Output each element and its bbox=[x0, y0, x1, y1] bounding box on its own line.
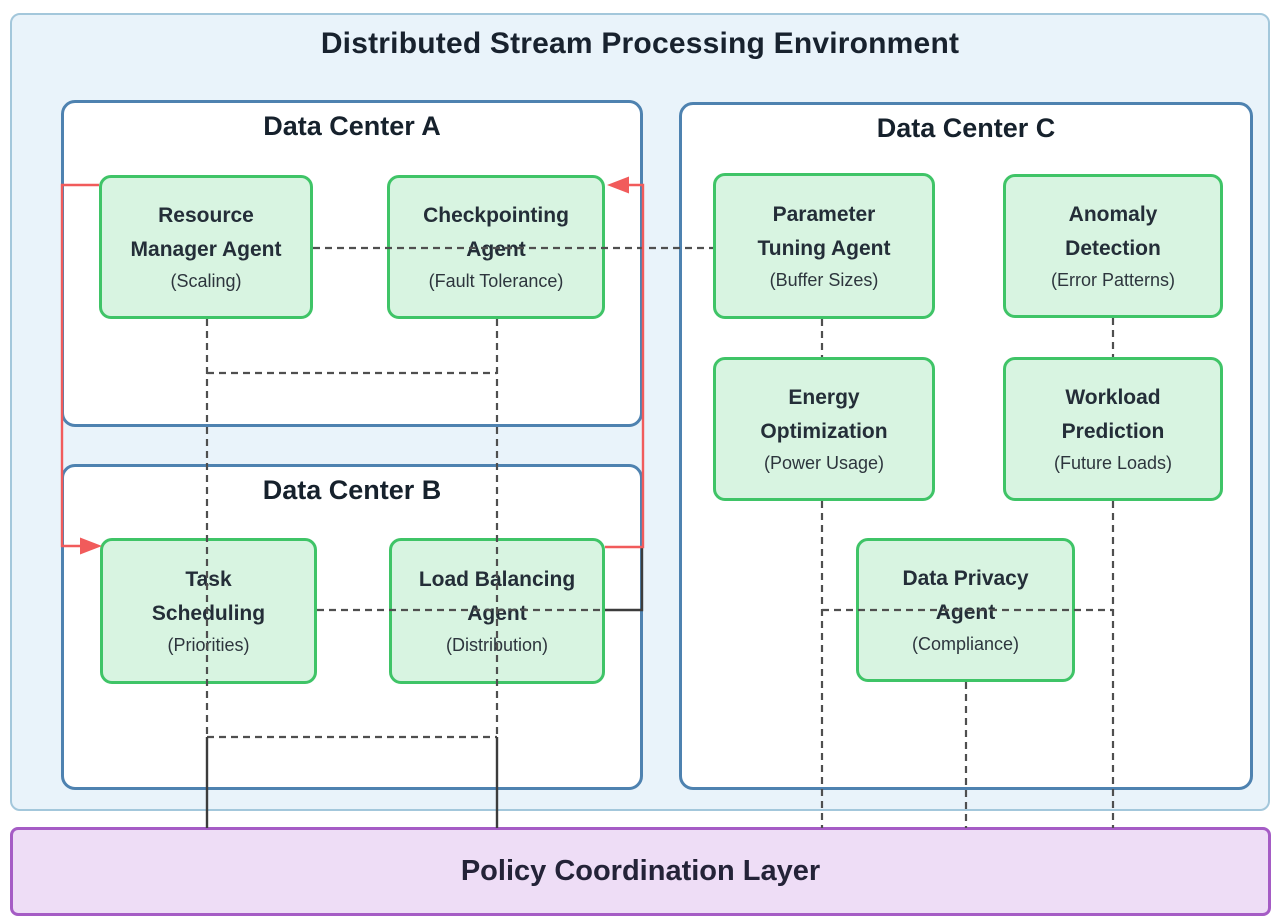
agent-box-parameter-tuning: Parameter Tuning Agent (Buffer Sizes) bbox=[713, 173, 935, 319]
agent-subtitle: (Error Patterns) bbox=[1050, 269, 1176, 290]
agent-name-line2: Tuning Agent bbox=[757, 236, 891, 260]
agent-name-line2: Detection bbox=[1065, 236, 1161, 260]
agent-subtitle: (Buffer Sizes) bbox=[769, 269, 879, 290]
agent-subtitle: (Distribution) bbox=[445, 634, 549, 655]
agent-name-line2: Agent bbox=[466, 237, 526, 261]
agent-box-load-balancing: Load Balancing Agent (Distribution) bbox=[389, 538, 605, 684]
environment-title: Distributed Stream Processing Environmen… bbox=[320, 27, 960, 60]
data-center-a-title: Data Center A bbox=[263, 111, 441, 141]
agent-name-line1: Load Balancing bbox=[418, 567, 576, 591]
agent-name-line1: Anomaly bbox=[1068, 202, 1158, 226]
agent-subtitle: (Power Usage) bbox=[763, 452, 885, 473]
agent-name-line1: Workload bbox=[1065, 385, 1161, 409]
agent-box-checkpointing: Checkpointing Agent (Fault Tolerance) bbox=[387, 175, 605, 319]
policy-layer-title: Policy Coordination Layer bbox=[460, 855, 821, 887]
data-center-c-title: Data Center C bbox=[876, 113, 1056, 143]
agent-name-line2: Agent bbox=[935, 600, 996, 624]
agent-name-line2: Manager Agent bbox=[130, 237, 282, 261]
agent-name-line1: Resource bbox=[158, 203, 254, 227]
agent-name-line2: Optimization bbox=[760, 419, 888, 443]
data-center-b-title: Data Center B bbox=[262, 475, 442, 505]
agent-name-line2: Agent bbox=[467, 601, 527, 625]
agent-name-line1: Task bbox=[185, 567, 232, 591]
agent-box-task-scheduling: Task Scheduling (Priorities) bbox=[100, 538, 317, 684]
agent-box-anomaly-detection: Anomaly Detection (Error Patterns) bbox=[1003, 174, 1223, 318]
agent-name-line1: Data Privacy bbox=[902, 566, 1029, 590]
agent-subtitle: (Compliance) bbox=[911, 633, 1020, 654]
agent-box-resource-manager: Resource Manager Agent (Scaling) bbox=[99, 175, 313, 319]
agent-subtitle: (Scaling) bbox=[170, 270, 242, 291]
agent-name-line1: Energy bbox=[788, 385, 860, 409]
agent-box-data-privacy: Data Privacy Agent (Compliance) bbox=[856, 538, 1075, 682]
agent-name-line1: Checkpointing bbox=[423, 203, 569, 227]
agent-subtitle: (Priorities) bbox=[167, 634, 250, 655]
agent-name-line1: Parameter bbox=[772, 202, 876, 226]
agent-subtitle: (Future Loads) bbox=[1053, 452, 1173, 473]
policy-coordination-layer: Policy Coordination Layer bbox=[10, 827, 1271, 916]
agent-subtitle: (Fault Tolerance) bbox=[428, 270, 564, 291]
agent-box-workload-prediction: Workload Prediction (Future Loads) bbox=[1003, 357, 1223, 501]
agent-name-line2: Scheduling bbox=[151, 601, 266, 625]
agent-name-line2: Prediction bbox=[1061, 419, 1165, 443]
agent-box-energy-optimization: Energy Optimization (Power Usage) bbox=[713, 357, 935, 501]
